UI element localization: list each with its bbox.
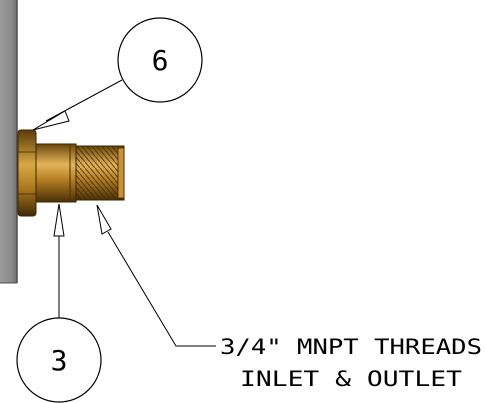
hex-nut <box>17 129 37 217</box>
brass-fitting <box>17 129 125 217</box>
tank-wall <box>0 0 18 284</box>
balloon-6-label: 6 <box>152 44 169 77</box>
thread-note-line1: 3/4" MNPT THREADS <box>220 335 482 359</box>
callout-balloon-6: 6 <box>117 17 203 103</box>
leader-3 <box>53 203 65 318</box>
leader-6 <box>32 79 123 131</box>
thread-note: 3/4" MNPT THREADS INLET & OUTLET <box>220 335 482 391</box>
fitting-body <box>35 143 77 203</box>
balloon-3-label: 3 <box>51 344 68 377</box>
thread-note-line2: INLET & OUTLET <box>240 367 462 391</box>
callout-balloon-3: 3 <box>16 317 102 403</box>
leader-threads <box>96 204 216 347</box>
